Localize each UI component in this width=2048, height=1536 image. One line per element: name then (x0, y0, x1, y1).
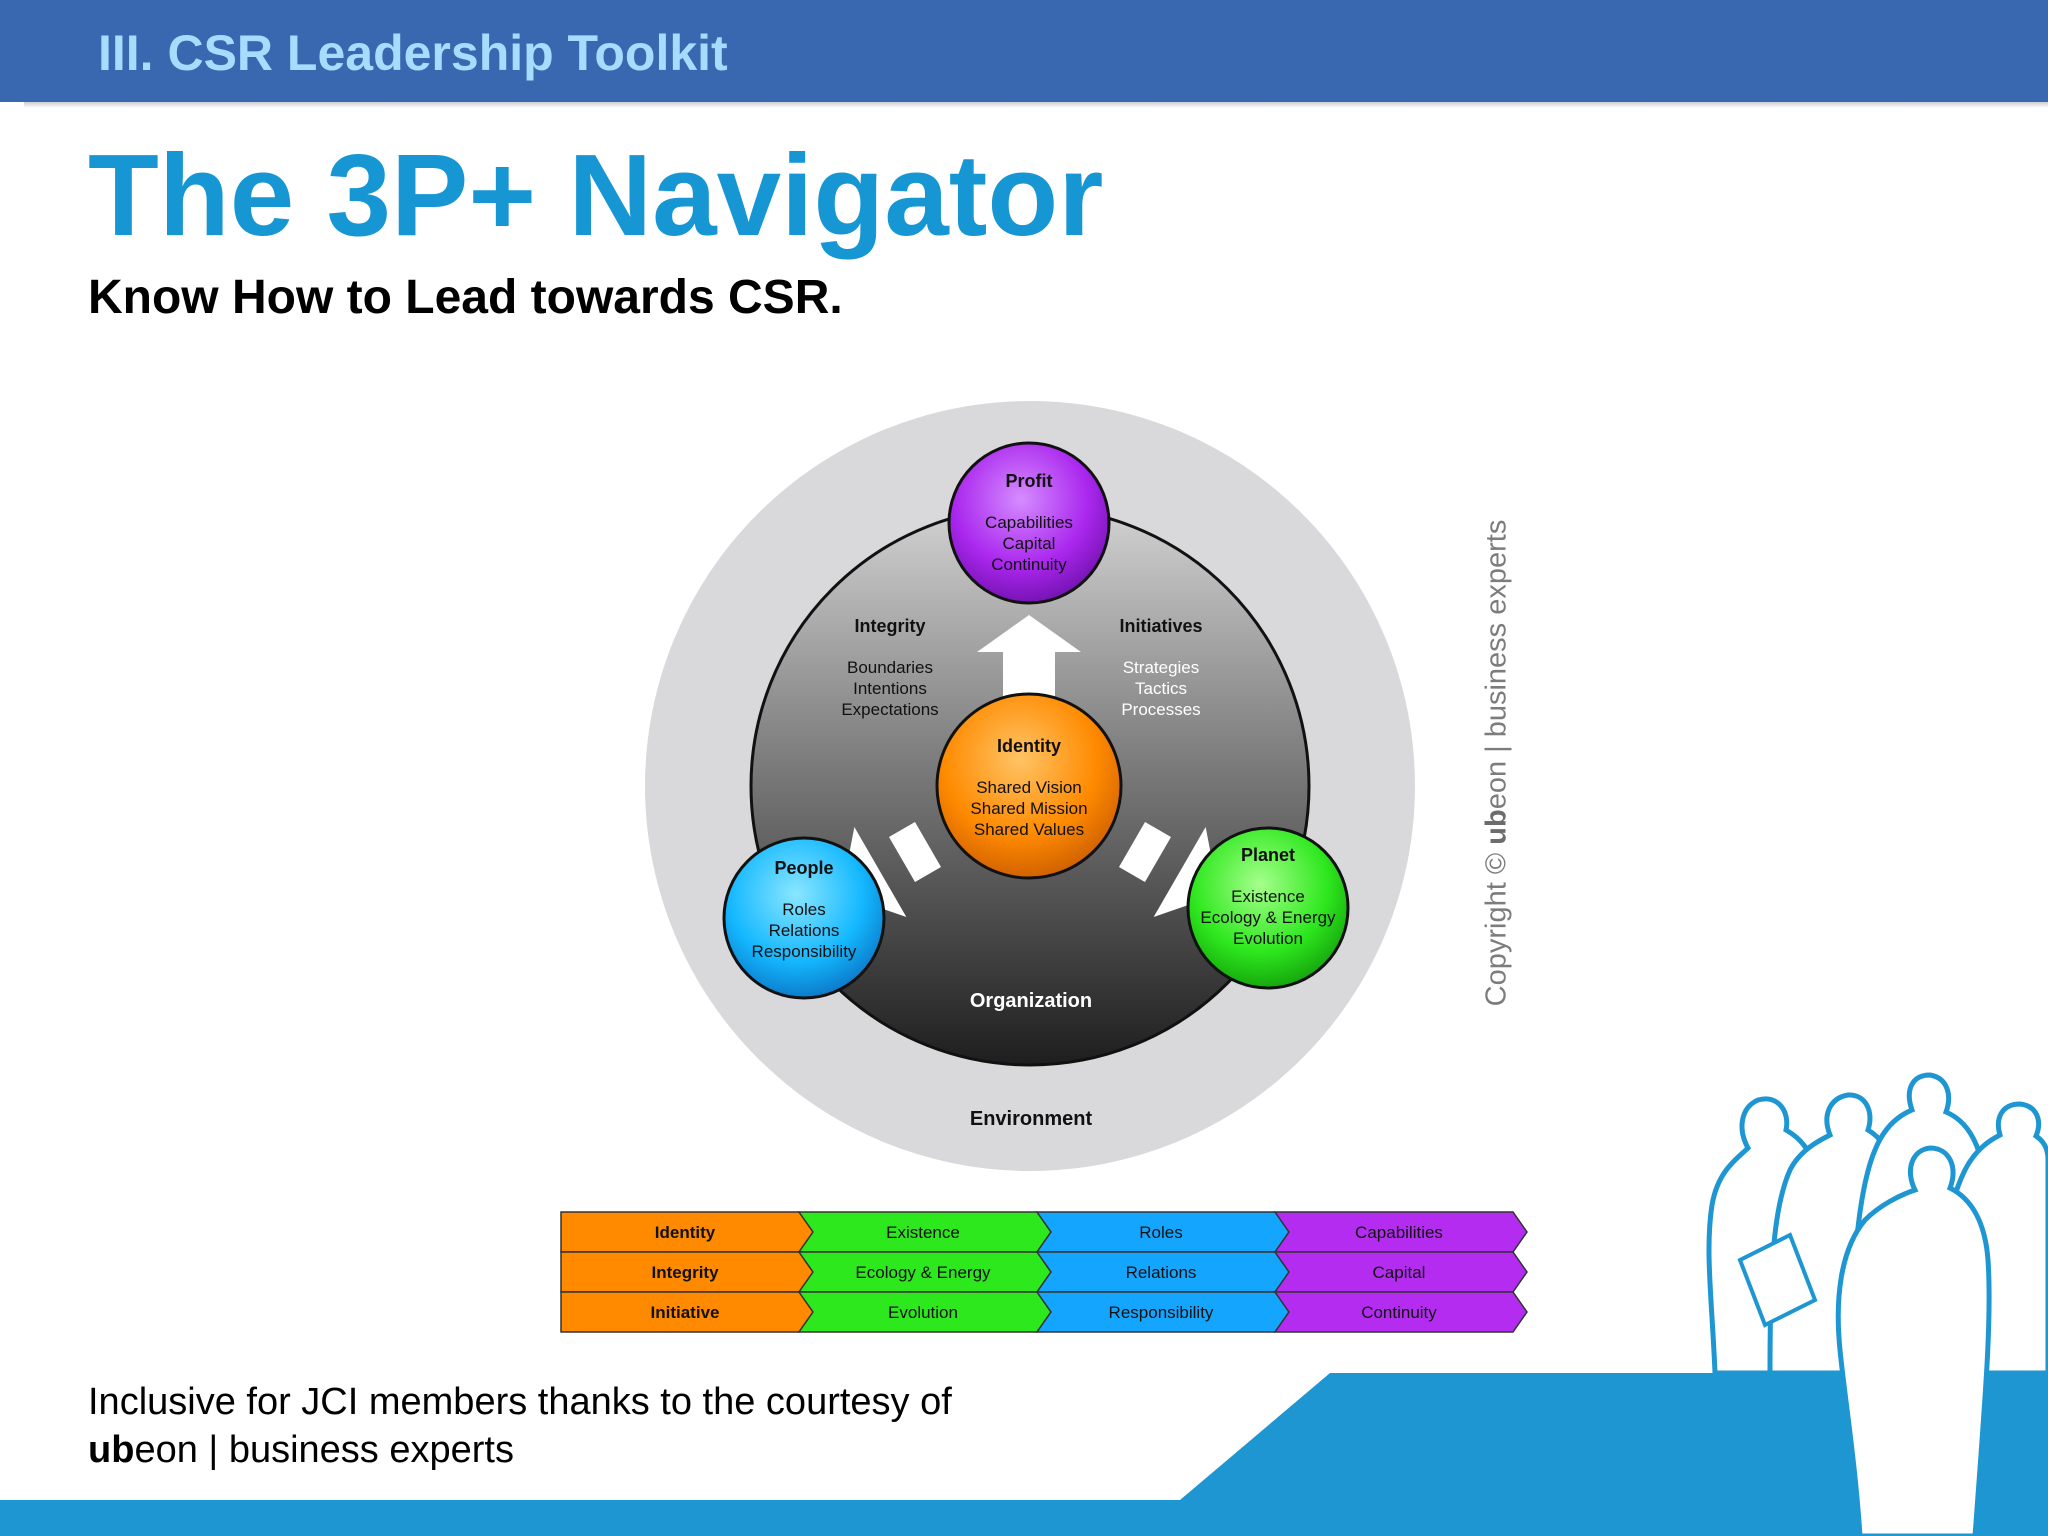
section-title: III. CSR Leadership Toolkit (98, 25, 728, 81)
profit-item-2: Capital (1003, 534, 1056, 553)
matrix-cell-label: Existence (886, 1223, 960, 1242)
matrix-cell-label: Responsibility (1109, 1303, 1214, 1322)
planet-item-2: Ecology & Energy (1200, 908, 1336, 927)
matrix-cell-label: Continuity (1361, 1303, 1437, 1322)
matrix-cell-label: Capabilities (1355, 1223, 1443, 1242)
initiatives-item-3: Processes (1121, 700, 1200, 719)
matrix-cell-label: Ecology & Energy (855, 1263, 991, 1282)
matrix-cell-label: Capital (1373, 1263, 1426, 1282)
initiatives-item-1: Strategies (1123, 658, 1200, 677)
people-title: People (774, 858, 833, 878)
matrix-cell (1273, 1291, 1528, 1333)
page-subtitle: Know How to Lead towards CSR. (88, 271, 843, 324)
matrix-cell-label: Integrity (651, 1263, 719, 1282)
header-divider (24, 102, 2048, 108)
planet-node (1186, 826, 1350, 990)
people-item-1: Roles (782, 900, 825, 919)
initiatives-item-2: Tactics (1135, 679, 1187, 698)
footer-line-1: Inclusive for JCI members thanks to the … (88, 1381, 952, 1423)
people-item-3: Responsibility (752, 942, 857, 961)
integrity-item-1: Boundaries (847, 658, 933, 677)
matrix-cell-label: Relations (1126, 1263, 1197, 1282)
profit-node (947, 441, 1111, 605)
matrix-cell-label: Evolution (888, 1303, 958, 1322)
environment-label: Environment (970, 1108, 1093, 1130)
matrix-cell-label: Roles (1139, 1223, 1182, 1242)
arrow-up-icon (977, 615, 1081, 700)
profit-item-1: Capabilities (985, 513, 1073, 532)
footer-strip (0, 1500, 1180, 1536)
identity-node (935, 692, 1123, 880)
people-silhouette-graphic (1706, 1072, 2048, 1536)
organization-label: Organization (970, 990, 1092, 1012)
integrity-title: Integrity (854, 616, 925, 636)
integrity-item-2: Intentions (853, 679, 927, 698)
identity-title: Identity (997, 736, 1061, 756)
identity-item-3: Shared Values (974, 820, 1084, 839)
matrix-cell-label: Initiative (651, 1303, 720, 1322)
planet-item-3: Evolution (1233, 929, 1303, 948)
identity-item-2: Shared Mission (970, 799, 1087, 818)
planet-item-1: Existence (1231, 887, 1305, 906)
integrity-item-3: Expectations (841, 700, 938, 719)
identity-item-1: Shared Vision (976, 778, 1082, 797)
page-title: The 3P+ Navigator (88, 130, 1104, 260)
footer-credit: Inclusive for JCI members thanks to the … (88, 1378, 952, 1474)
people-item-2: Relations (769, 921, 840, 940)
profit-item-3: Continuity (991, 555, 1067, 574)
people-node (722, 836, 886, 1000)
planet-title: Planet (1241, 845, 1295, 865)
profit-title: Profit (1006, 471, 1053, 491)
copyright-notice: Copyright © ubeon | business experts (1480, 519, 1513, 1007)
footer-line-2: ubeon | business experts (88, 1429, 514, 1471)
footer-band (1180, 1373, 2048, 1536)
initiatives-title: Initiatives (1119, 616, 1202, 636)
matrix-cell-label: Identity (655, 1223, 716, 1242)
header-bar (0, 0, 2048, 102)
